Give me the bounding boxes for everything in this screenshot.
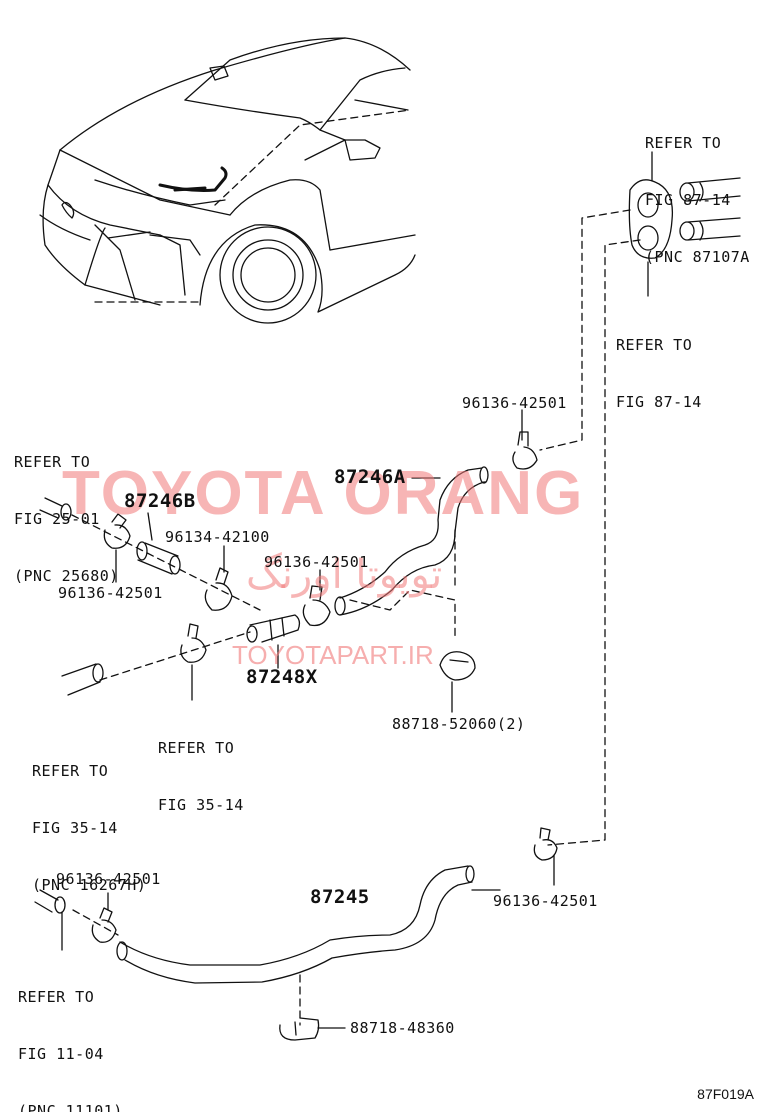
refer-line: FIG 87-14 <box>616 393 702 411</box>
hose-87246b-shape <box>136 541 181 575</box>
label-hose-87246a: 87246A <box>334 466 406 488</box>
refer-line: (PNC 25680) <box>14 567 119 585</box>
label-clamp-lower-left: 96136-42501 <box>56 870 161 888</box>
watermark-persian: تویوتا اورنگ <box>246 552 443 598</box>
label-hose-87246b: 87246B <box>124 490 196 512</box>
refer-line: REFER TO <box>14 453 91 471</box>
refer-line: FIG 87-14 <box>645 191 731 209</box>
label-clip-88718-52060: 88718-52060(2) <box>392 715 526 733</box>
refer-line: FIG 35-14 <box>158 796 244 814</box>
car-outline-illustration <box>39 37 416 324</box>
label-clamp-96134: 96134-42100 <box>165 528 270 546</box>
label-hose-87245: 87245 <box>310 886 370 908</box>
label-clamp-left: 96136-42501 <box>58 584 163 602</box>
hose-87246a-shape <box>334 466 489 616</box>
refer-line: REFER TO <box>645 134 722 152</box>
refer-line: (PNC 11101) <box>18 1102 123 1112</box>
pipe-end-fig11 <box>34 889 66 914</box>
refer-line: REFER TO <box>158 739 235 757</box>
pipe-end-fig25 <box>39 497 72 521</box>
label-clip-88718-48360: 88718-48360 <box>350 1019 455 1037</box>
refer-fig87-bottom: REFER TO FIG 87-14 <box>616 298 702 431</box>
joint-87248x-shape <box>246 614 301 643</box>
refer-fig35-left: REFER TO FIG 35-14 (PNC 16267H) <box>32 724 146 914</box>
label-clamp-upper-right: 96136-42501 <box>462 394 567 412</box>
refer-fig35-mid: REFER TO FIG 35-14 <box>158 701 244 834</box>
refer-line: (PNC 87107A <box>645 248 750 266</box>
grommet-and-pipes <box>628 177 741 259</box>
watermark-main: TOYOTA ORANG <box>62 459 585 528</box>
hose-clamp-96134 <box>204 567 233 611</box>
refer-line: REFER TO <box>616 336 693 354</box>
leader-dashed-lines <box>71 109 641 1026</box>
figure-code: 87F019A <box>697 1086 754 1102</box>
clip-88718-48360-shape <box>279 1017 320 1041</box>
refer-line: FIG 25-01 <box>14 510 100 528</box>
hose-clamp-upper-right <box>512 431 538 470</box>
refer-line: REFER TO <box>18 988 95 1006</box>
watermark-site: TOYOTAPART.IR <box>232 640 434 670</box>
hose-87245-shape <box>116 865 475 984</box>
refer-line: FIG 35-14 <box>32 819 118 837</box>
refer-line: (PNC 16267H) <box>32 876 147 894</box>
hose-clamp-left <box>103 513 131 549</box>
hose-clamp-mid <box>302 585 331 627</box>
pipe-end-fig35 <box>61 663 104 696</box>
hose-clamp-lower-right <box>533 827 558 861</box>
refer-line: REFER TO <box>32 762 109 780</box>
clip-88718-52060-shape <box>439 651 476 681</box>
hose-clamp-fig35 <box>180 623 207 663</box>
refer-fig87-top: REFER TO FIG 87-14 (PNC 87107A <box>645 96 750 286</box>
label-joint-87248x: 87248X <box>246 666 318 688</box>
label-clamp-lower-right: 96136-42501 <box>493 892 598 910</box>
refer-fig25: REFER TO FIG 25-01 (PNC 25680) <box>14 415 119 605</box>
refer-line: FIG 11-04 <box>18 1045 104 1063</box>
label-clamp-mid: 96136-42501 <box>264 553 369 571</box>
refer-fig11: REFER TO FIG 11-04 (PNC 11101) <box>18 950 123 1112</box>
leader-lines <box>61 151 653 1029</box>
